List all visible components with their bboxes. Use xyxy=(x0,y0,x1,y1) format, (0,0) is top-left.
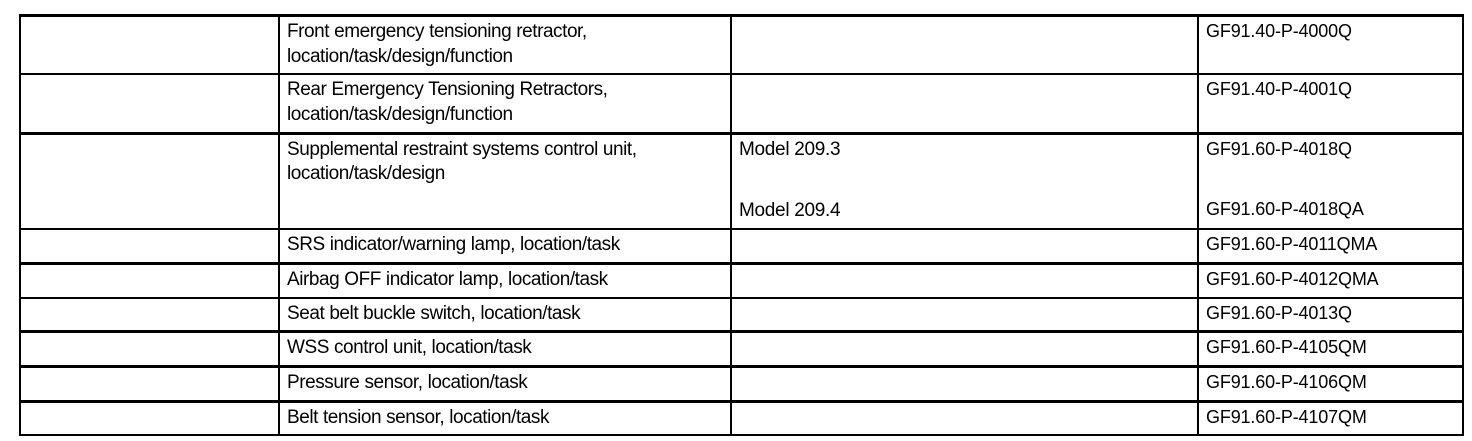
model-text xyxy=(732,403,1197,410)
reference-text xyxy=(21,17,278,80)
description-text: Pressure sensor, location/task xyxy=(287,371,528,393)
code-text: GF91.60-P-4106QM xyxy=(1206,371,1367,392)
description-cell: Supplemental restraint systems control u… xyxy=(278,132,732,231)
reference-cell xyxy=(19,14,280,76)
code-cell: GF91.60-P-4012QMA xyxy=(1197,261,1464,299)
reference-cell xyxy=(19,364,280,403)
description-cell: Pressure sensor, location/task xyxy=(278,364,732,403)
description-text: Belt tension sensor, location/task xyxy=(287,406,550,428)
description-cell: Rear Emergency Tensioning Retractors, lo… xyxy=(278,73,732,135)
reference-table: Front emergency tensioning retractor, lo… xyxy=(19,14,1464,437)
code-cell: GF91.40-P-4001Q xyxy=(1197,73,1464,135)
model-cell xyxy=(730,364,1199,403)
code-text: GF91.40-P-4000Q xyxy=(1206,21,1352,41)
table-body: Front emergency tensioning retractor, lo… xyxy=(19,14,1464,437)
description-text: Airbag OFF indicator lamp, location/task xyxy=(287,268,608,290)
document-page: Front emergency tensioning retractor, lo… xyxy=(19,14,1464,437)
reference-text xyxy=(21,75,278,138)
model-text: Model 209.3 xyxy=(739,138,841,160)
model-text xyxy=(732,265,1197,272)
code-cell: GF91.60-P-4107QM xyxy=(1197,399,1464,437)
code-cell: GF91.60-P-4106QM xyxy=(1197,364,1464,403)
table-row: Belt tension sensor, location/task GF91.… xyxy=(19,399,1464,437)
model-text xyxy=(732,75,1197,82)
model-text-secondary: Model 209.4 xyxy=(739,200,841,222)
code-cell: GF91.40-P-4000Q xyxy=(1197,14,1464,76)
description-text: WSS control unit, location/task xyxy=(287,337,532,359)
model-cell xyxy=(730,228,1199,265)
description-text: SRS indicator/warning lamp, location/tas… xyxy=(287,234,620,256)
reference-cell xyxy=(19,330,280,368)
model-text xyxy=(732,333,1197,340)
reference-cell xyxy=(19,399,280,437)
description-cell: Belt tension sensor, location/task xyxy=(278,399,732,437)
table-row: WSS control unit, location/task GF91.60-… xyxy=(19,330,1464,368)
reference-cell xyxy=(19,261,280,299)
model-cell: Model 209.3 Model 209.4 xyxy=(730,132,1199,231)
code-cell: GF91.60-P-4013Q xyxy=(1197,296,1464,333)
code-text: GF91.60-P-4105QM xyxy=(1206,337,1367,358)
reference-cell xyxy=(19,296,280,333)
table-row: Seat belt buckle switch, location/task G… xyxy=(19,296,1464,333)
description-cell: Airbag OFF indicator lamp, location/task xyxy=(278,261,732,299)
description-cell: WSS control unit, location/task xyxy=(278,330,732,368)
table-row: SRS indicator/warning lamp, location/tas… xyxy=(19,228,1464,265)
code-text: GF91.60-P-4011QMA xyxy=(1206,234,1378,255)
table-row: Airbag OFF indicator lamp, location/task… xyxy=(19,261,1464,299)
model-cell xyxy=(730,14,1199,76)
description-cell: Seat belt buckle switch, location/task xyxy=(278,296,732,333)
table-row: Supplemental restraint systems control u… xyxy=(19,132,1464,231)
reference-text xyxy=(21,403,278,441)
code-cell: GF91.60-P-4011QMA xyxy=(1197,228,1464,265)
model-text xyxy=(732,368,1197,375)
code-cell: GF91.60-P-4105QM xyxy=(1197,330,1464,368)
description-text: Supplemental restraint systems control u… xyxy=(287,138,637,185)
table-row: Pressure sensor, location/task GF91.60-P… xyxy=(19,364,1464,403)
model-cell xyxy=(730,296,1199,333)
description-cell: SRS indicator/warning lamp, location/tas… xyxy=(278,228,732,265)
code-text: GF91.60-P-4013Q xyxy=(1206,302,1352,323)
description-cell: Front emergency tensioning retractor, lo… xyxy=(278,14,732,76)
table-row: Rear Emergency Tensioning Retractors, lo… xyxy=(19,73,1464,135)
reference-cell xyxy=(19,228,280,265)
description-text: Seat belt buckle switch, location/task xyxy=(287,302,581,324)
model-text xyxy=(732,230,1197,237)
reference-text xyxy=(21,135,278,235)
description-text: Front emergency tensioning retractor, lo… xyxy=(287,21,587,67)
code-text: GF91.60-P-4107QM xyxy=(1206,406,1367,427)
code-text: GF91.60-P-4018Q xyxy=(1206,138,1352,159)
reference-cell xyxy=(19,132,280,231)
model-cell xyxy=(730,73,1199,135)
reference-cell xyxy=(19,73,280,135)
code-text-secondary: GF91.60-P-4018QA xyxy=(1206,199,1364,220)
code-text: GF91.40-P-4001Q xyxy=(1206,79,1352,100)
model-cell xyxy=(730,330,1199,368)
code-cell: GF91.60-P-4018Q GF91.60-P-4018QA xyxy=(1197,132,1464,231)
model-text xyxy=(732,17,1197,24)
description-text: Rear Emergency Tensioning Retractors, lo… xyxy=(287,79,608,126)
table-row: Front emergency tensioning retractor, lo… xyxy=(19,14,1464,76)
code-text: GF91.60-P-4012QMA xyxy=(1206,268,1379,289)
model-cell xyxy=(730,399,1199,437)
model-text xyxy=(732,299,1197,306)
model-cell xyxy=(730,261,1199,299)
